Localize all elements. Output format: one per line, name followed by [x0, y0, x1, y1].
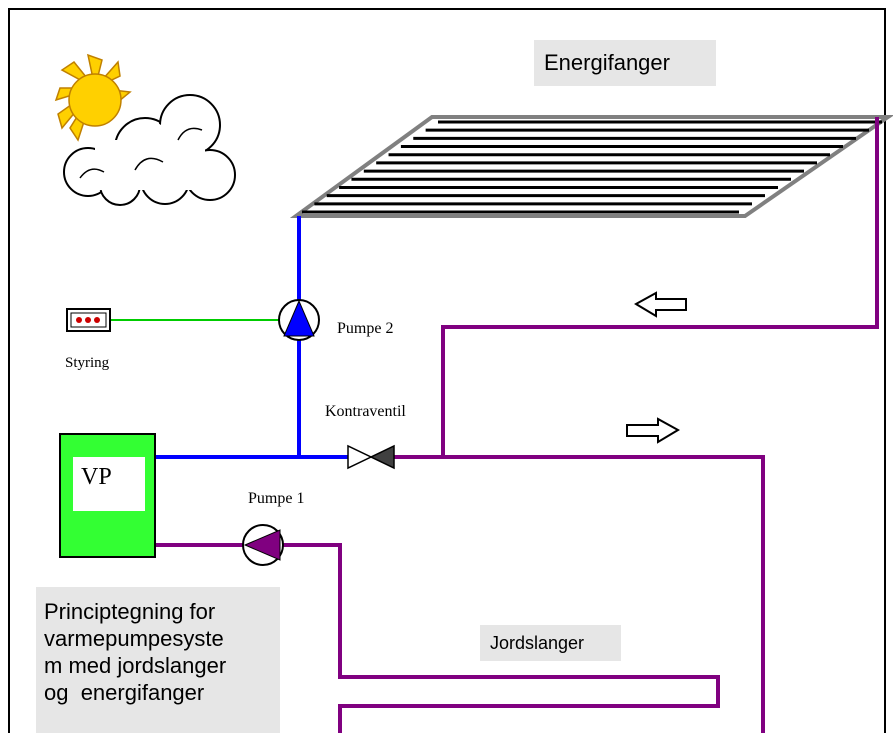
caption-line: varmepumpesyste [44, 626, 224, 651]
sun-icon [54, 53, 132, 142]
pump-2-icon [278, 299, 320, 341]
energy-collector-title: Energifanger [534, 40, 716, 86]
controller-label: Styring [65, 355, 110, 371]
ground-loop-label: Jordslanger [480, 625, 621, 661]
caption-line: og energifanger [44, 680, 205, 705]
check-valve-label: Kontraventil [325, 403, 406, 420]
controller-icon [66, 308, 111, 332]
pump-2-label: Pumpe 2 [337, 320, 394, 337]
collector-pipe [155, 216, 348, 459]
pump-1-icon [242, 524, 284, 566]
diagram-frame [8, 8, 886, 733]
flow-arrow-right-icon [626, 417, 681, 444]
pump-1-label: Pumpe 1 [248, 490, 305, 507]
flow-arrow-left-icon [633, 291, 687, 318]
energy-collector [289, 115, 893, 218]
caption-line: Principtegning for [44, 599, 216, 624]
diagram-caption: Principtegning for varmepumpesyste m med… [36, 587, 280, 733]
check-valve-icon [347, 444, 395, 470]
heat-pump-label: VP [73, 457, 145, 511]
sun-behind-cloud-icon [54, 53, 236, 206]
ground-pipe [155, 117, 879, 733]
caption-line: m med jordslanger [44, 653, 227, 678]
